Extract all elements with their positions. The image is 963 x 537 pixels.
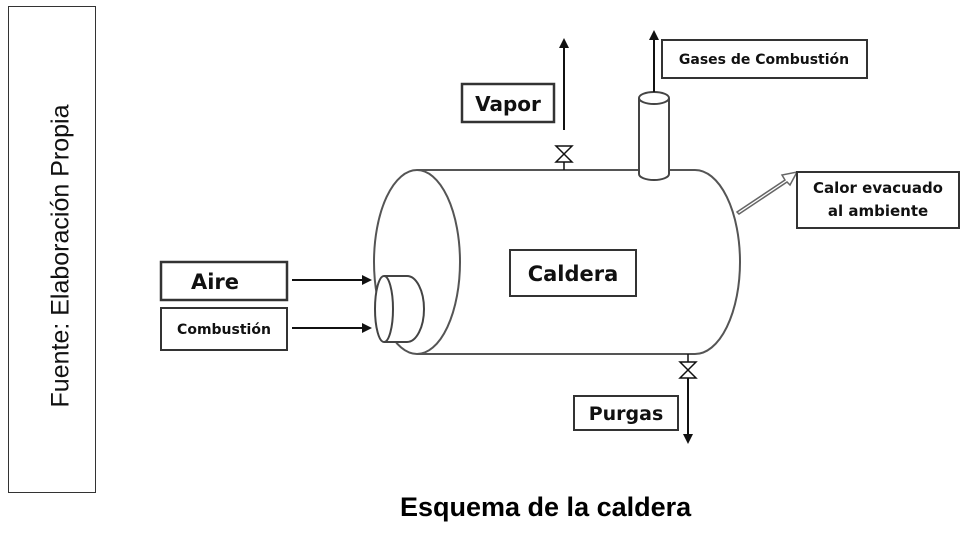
calor-label-line2: al ambiente (828, 202, 928, 220)
burner (374, 275, 425, 343)
purgas-label: Purgas (589, 403, 664, 425)
purgas-valve-icon (678, 354, 698, 379)
aire-label: Aire (191, 270, 239, 294)
boiler-diagram: Vapor Gases de Combustión Calor evacuado… (159, 30, 960, 444)
heat-loss-arrow (735, 170, 799, 215)
aire-label-box: Aire (159, 260, 289, 302)
source-box: Fuente: Elaboración Propia (8, 6, 96, 493)
boiler-drum (373, 169, 741, 355)
calor-label-line1: Calor evacuado (813, 179, 943, 197)
gases-label-box: Gases de Combustión (661, 39, 868, 79)
combustion-label: Combustión (177, 322, 271, 338)
caldera-label-box: Caldera (509, 249, 637, 297)
vapor-label-box: Vapor (460, 82, 556, 124)
chimney (638, 91, 670, 181)
caldera-label: Caldera (528, 262, 619, 286)
calor-label-box: Calor evacuado al ambiente (796, 171, 960, 229)
combustion-label-box: Combustión (160, 307, 288, 351)
gases-label: Gases de Combustión (679, 52, 849, 68)
purgas-label-box: Purgas (573, 395, 679, 431)
diagram-caption: Esquema de la caldera (400, 492, 692, 522)
vapor-label: Vapor (475, 92, 541, 116)
vapor-valve-icon (554, 145, 574, 170)
